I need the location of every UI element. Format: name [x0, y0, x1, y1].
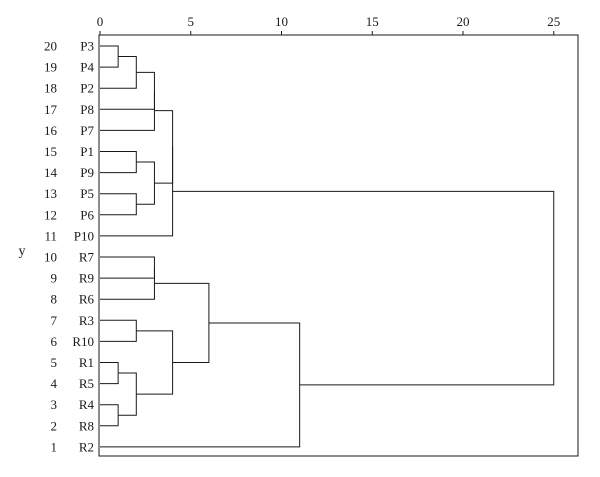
dendrogram-link-J [100, 362, 119, 385]
dendrogram-links [100, 45, 555, 448]
dendrogram-link-H [154, 110, 174, 184]
y-axis-label: y [19, 244, 26, 259]
leaf-label-R6: R6 [79, 292, 95, 307]
dendrogram-link-Pm [100, 267, 155, 300]
leaf-label-R5: R5 [79, 376, 94, 391]
dendrogram-link-F [136, 161, 155, 205]
dendrogram-link-M [100, 319, 137, 342]
dendrogram-link-A [100, 45, 119, 68]
leaf-label-P10: P10 [74, 228, 94, 243]
leaf-index-13: 13 [44, 186, 57, 201]
leaf-index-1: 1 [51, 439, 58, 454]
leaf-label-R10: R10 [72, 334, 94, 349]
dendrogram-link-G [100, 90, 155, 131]
leaf-index-20: 20 [44, 39, 57, 54]
leaf-index-11: 11 [44, 228, 57, 243]
leaf-label-P5: P5 [80, 186, 94, 201]
dendrogram-link-Q [154, 282, 210, 363]
leaf-index-14: 14 [44, 165, 58, 180]
leaf-label-R4: R4 [79, 397, 95, 412]
dendrogram-link-E [100, 71, 155, 110]
plot-frame [98, 34, 579, 457]
leaf-index-18: 18 [44, 81, 57, 96]
leaf-label-P1: P1 [80, 144, 94, 159]
dendrogram-link-O [100, 256, 155, 279]
leaf-index-4: 4 [51, 376, 58, 391]
dendrogram-link-S [172, 190, 555, 386]
leaf-label-R7: R7 [79, 250, 95, 265]
leaf-index-8: 8 [51, 292, 58, 307]
leaf-index-19: 19 [44, 60, 57, 75]
dendrogram-link-D [100, 193, 137, 216]
leaf-index-10: 10 [44, 250, 57, 265]
leaf-label-R9: R9 [79, 271, 94, 286]
leaf-label-R3: R3 [79, 313, 94, 328]
x-tick-label-0: 0 [97, 14, 104, 29]
dendrogram-link-C [100, 151, 137, 174]
leaf-label-P9: P9 [80, 165, 94, 180]
leaf-index-5: 5 [51, 355, 58, 370]
dendrogram-link-I [100, 146, 174, 237]
leaf-label-R1: R1 [79, 355, 94, 370]
leaf-label-P3: P3 [80, 39, 94, 54]
x-tick-label-25: 25 [547, 14, 560, 29]
leaf-index-16: 16 [44, 123, 58, 138]
leaf-index-7: 7 [51, 313, 58, 328]
leaf-index-15: 15 [44, 144, 57, 159]
x-axis-ticks: 0 5 10 15 20 25 [97, 14, 560, 35]
leaf-index-9: 9 [51, 271, 58, 286]
leaf-label-R2: R2 [79, 439, 94, 454]
leaf-index-2: 2 [51, 418, 58, 433]
dendrogram-link-L [118, 372, 137, 416]
x-tick-label-15: 15 [366, 14, 379, 29]
leaf-index-3: 3 [51, 397, 58, 412]
leaf-label-P2: P2 [80, 81, 94, 96]
leaf-label-P4: P4 [80, 60, 94, 75]
x-tick-label-5: 5 [188, 14, 195, 29]
x-tick-label-20: 20 [457, 14, 470, 29]
leaf-index-17: 17 [44, 102, 58, 117]
dendrogram-link-N [136, 330, 174, 395]
leaf-label-P7: P7 [80, 123, 94, 138]
leaf-index-6: 6 [51, 334, 58, 349]
leaf-index-12: 12 [44, 207, 57, 222]
dendrogram-link-K [100, 404, 119, 427]
leaf-label-R8: R8 [79, 418, 94, 433]
leaf-label-P8: P8 [80, 102, 94, 117]
leaf-label-P6: P6 [80, 207, 94, 222]
x-tick-label-10: 10 [275, 14, 288, 29]
